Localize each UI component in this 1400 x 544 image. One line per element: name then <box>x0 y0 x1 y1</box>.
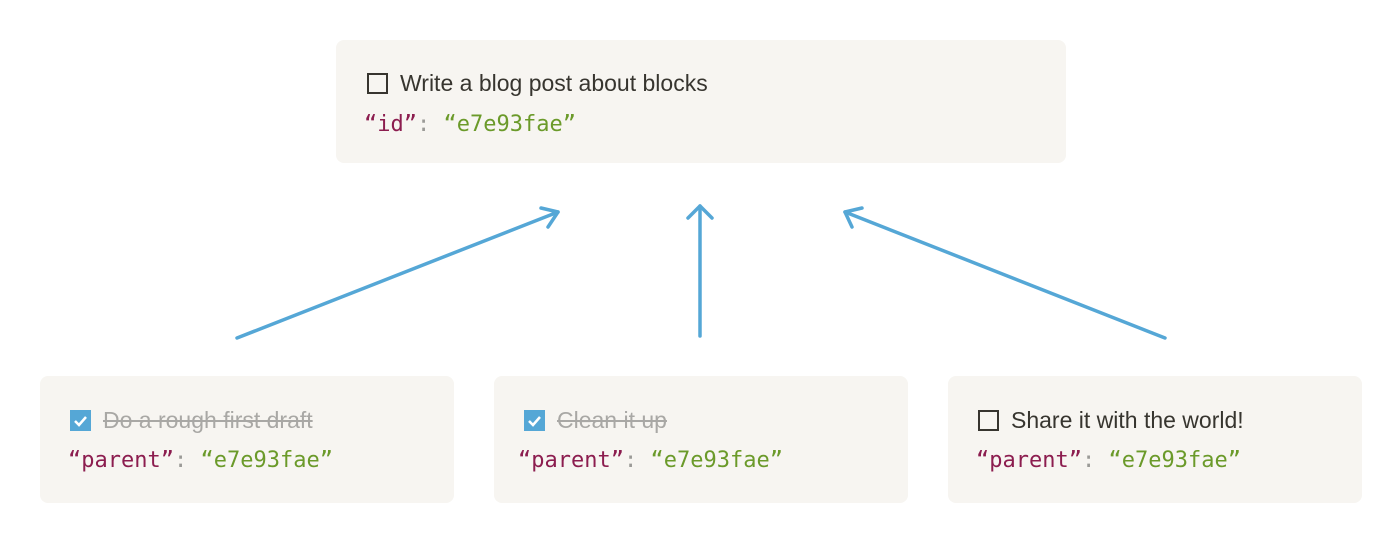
checkbox-unchecked-icon[interactable] <box>367 73 388 94</box>
arrow-child-2-to-parent <box>686 204 714 338</box>
child-block-label: Clean it up <box>557 407 667 433</box>
child-block-card: Share it with the world! “parent”: “e7e9… <box>948 376 1362 503</box>
parent-block-label: Write a blog post about blocks <box>400 70 708 96</box>
parent-block-card: Write a blog post about blocks “id”: “e7… <box>336 40 1066 163</box>
child-block-label: Share it with the world! <box>1011 407 1244 433</box>
child-block-card: Do a rough first draft “parent”: “e7e93f… <box>40 376 454 503</box>
checkbox-checked-icon[interactable] <box>70 410 91 431</box>
parent-block-id: “id”: “e7e93fae” <box>364 112 576 137</box>
child-block-parent-ref: “parent”: “e7e93fae” <box>68 448 333 473</box>
child-block-label: Do a rough first draft <box>103 407 313 433</box>
arrow-child-3-to-parent <box>843 206 1167 340</box>
checkbox-unchecked-icon[interactable] <box>978 410 999 431</box>
checkbox-checked-icon[interactable] <box>524 410 545 431</box>
child-block-card: Clean it up “parent”: “e7e93fae” <box>494 376 908 503</box>
child-block-parent-ref: “parent”: “e7e93fae” <box>518 448 783 473</box>
child-block-parent-ref: “parent”: “e7e93fae” <box>976 448 1241 473</box>
arrow-child-1-to-parent <box>235 206 560 340</box>
